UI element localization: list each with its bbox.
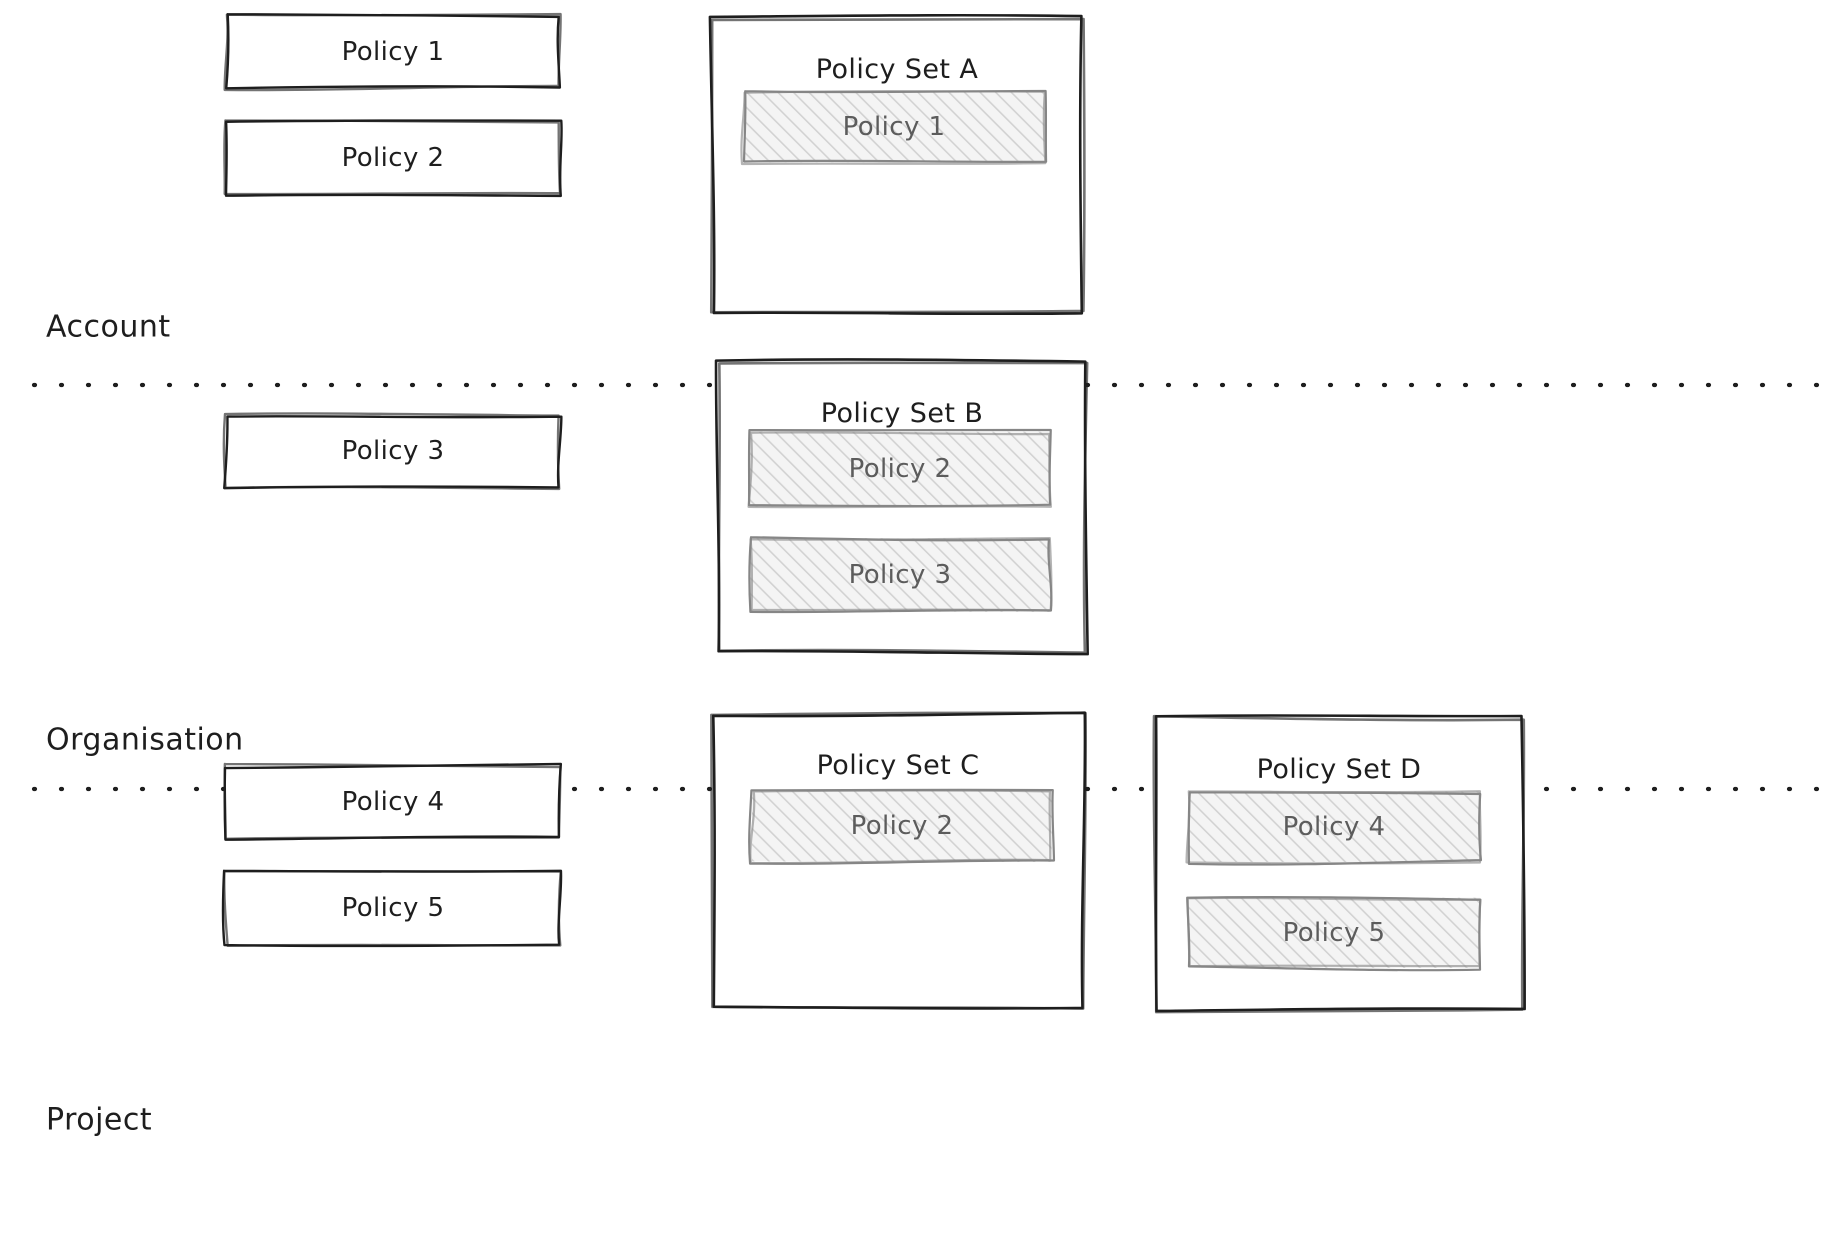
- policy-set-member-box-setB-m2[interactable]: [748, 536, 1053, 614]
- policy-box-p5[interactable]: [221, 869, 563, 948]
- policy-box-p3[interactable]: [222, 412, 563, 491]
- policy-set-member-box-setD-m1[interactable]: [1185, 790, 1483, 866]
- policy-set-member-box-setA-m1[interactable]: [740, 89, 1048, 166]
- policy-box-p1[interactable]: [223, 12, 562, 92]
- policy-set-member-box-setD-m2[interactable]: [1186, 895, 1482, 972]
- policy-set-member-box-setB-m1[interactable]: [747, 428, 1052, 509]
- policy-box-p2[interactable]: [223, 119, 563, 198]
- policy-set-member-box-setC-m1[interactable]: [748, 788, 1056, 865]
- policy-box-p4[interactable]: [223, 762, 563, 841]
